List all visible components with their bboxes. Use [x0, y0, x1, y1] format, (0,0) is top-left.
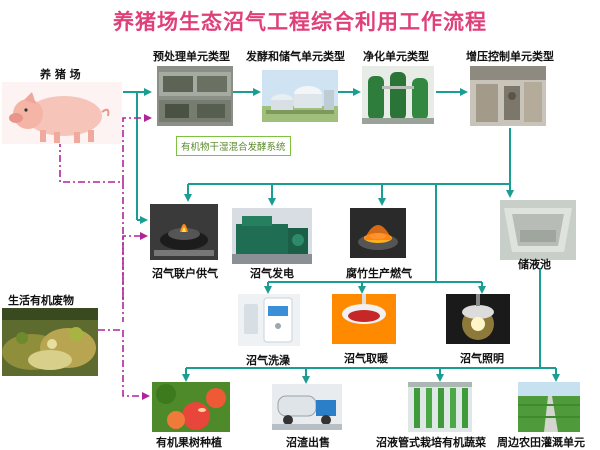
diagram-title: 养猪场生态沼气工程综合利用工作流程: [113, 9, 487, 34]
orchard-label: 有机果树种植: [156, 436, 222, 449]
pretreatment-image: [157, 66, 233, 126]
tofu-label: 腐竹生产燃气: [346, 267, 412, 280]
residue-image: [272, 384, 342, 430]
waste-to-orchard: [122, 330, 150, 400]
household-image: [150, 204, 218, 260]
residue-label: 沼渣出售: [286, 436, 330, 449]
irrigation-image: [518, 382, 580, 432]
irrigation-label: 周边农田灌溉单元: [497, 436, 585, 449]
tofu-image: [350, 208, 406, 258]
purification-label: 净化单元类型: [363, 50, 429, 63]
household-label: 沼气联户供气: [152, 267, 218, 280]
lighting-image: [446, 294, 510, 344]
power-image: [232, 208, 312, 264]
fermentation-note: 有机物干湿混合发酵系统: [176, 136, 291, 156]
bath-image: [238, 294, 300, 346]
purification-image: [362, 66, 434, 124]
waste-to-household: [122, 232, 148, 300]
bath-label: 沼气洗澡: [246, 354, 290, 367]
pig-farm-label: 养 猪 场: [40, 68, 81, 81]
vegetables-label: 沼液管式栽培有机蔬菜: [376, 436, 486, 449]
vegetables-image: [408, 382, 472, 432]
pressurize-label: 增压控制单元类型: [466, 50, 554, 63]
waste-to-ferment: [122, 114, 152, 182]
tank-image: [500, 200, 576, 260]
power-label: 沼气发电: [250, 267, 294, 280]
organic-waste-image: [2, 308, 98, 376]
orchard-image: [152, 382, 230, 432]
pretreatment-label: 预处理单元类型: [153, 50, 230, 63]
heating-image: [332, 294, 396, 344]
tank-label: 储液池: [518, 258, 551, 271]
pig-image: [2, 82, 122, 144]
fermentation-label: 发酵和储气单元类型: [246, 50, 345, 63]
fermentation-image: [262, 70, 338, 122]
heating-label: 沼气取暖: [344, 352, 388, 365]
lighting-label: 沼气照明: [460, 352, 504, 365]
organic-waste-label: 生活有机废物: [8, 294, 74, 307]
pressurize-image: [470, 66, 546, 126]
